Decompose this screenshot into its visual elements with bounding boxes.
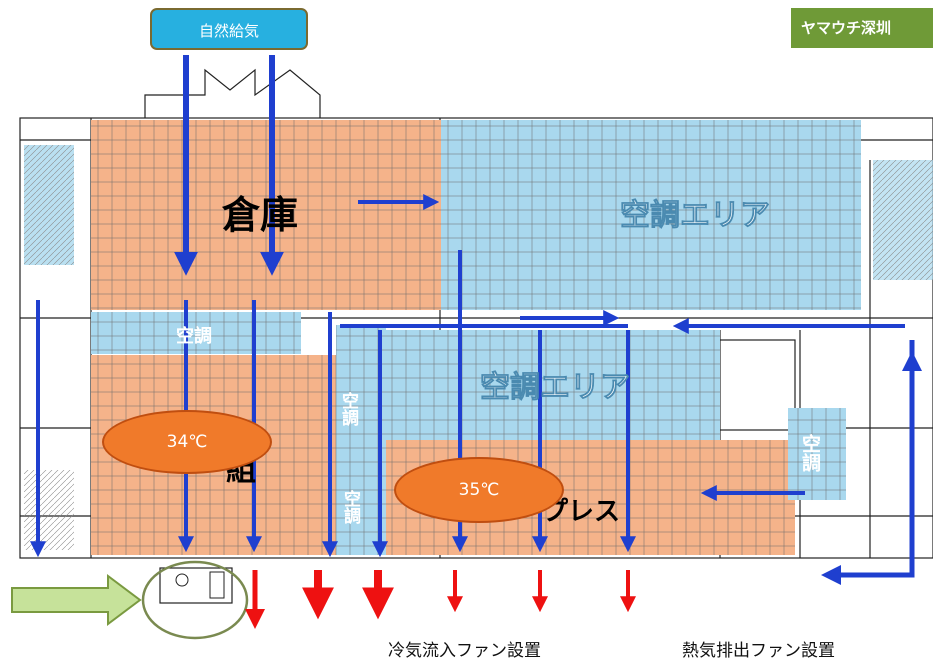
ac-vertical-lower-label: 空調 [340,489,361,525]
temperature-right-value: 35℃ [458,480,500,500]
natural-intake-label: 自然給気 [198,22,259,40]
temperature-left: 34℃ [102,410,272,474]
airflow-arrows [30,55,922,585]
cold-inflow-legend: 冷気流入ファン設置 [388,641,541,661]
ac-zones [91,120,933,555]
warehouse-label: 倉庫 [221,193,298,237]
hot-exhaust-legend: 熱気排出ファン設置 [682,641,835,661]
ac-right-small-label: 空調 [799,433,821,473]
ac-vertical-left-label: 空調 [338,391,359,427]
natural-intake-box: 自然給気 [150,8,308,50]
exhaust-arrows [245,570,636,629]
temperature-right: 35℃ [394,457,564,523]
temperature-left-value: 34℃ [166,432,208,452]
left-corridor [24,145,74,550]
ac-area-middle-label: 空調エリア [480,370,630,405]
vertical-ac-labels: 空調 空調 空調 [338,391,821,525]
cold-inflow-arrow [11,574,142,626]
ac-strip-label: 空調 [176,325,212,347]
company-tag: ヤマウチ深圳 [791,8,933,48]
ac-area-top-label: 空調エリア [620,198,770,233]
inflow-fan-area [141,560,249,640]
